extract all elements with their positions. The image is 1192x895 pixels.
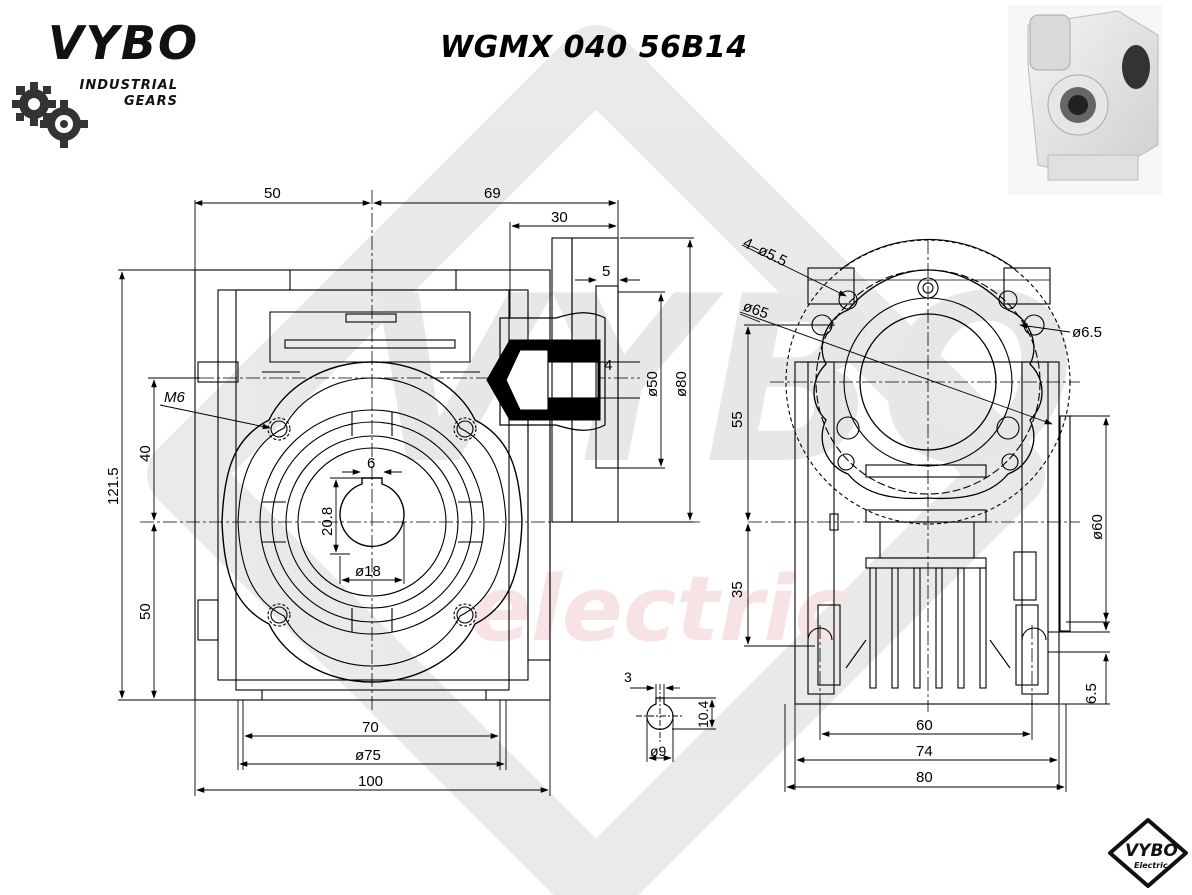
gear-icon bbox=[12, 82, 88, 148]
dim-thread: M6 bbox=[164, 389, 185, 406]
dim-keyway-depth: 20.8 bbox=[319, 507, 336, 536]
shaft-detail bbox=[630, 684, 716, 762]
brand-mark: VYBO bbox=[48, 16, 200, 70]
side-dimensions bbox=[739, 244, 1110, 792]
dim-keyway-width: 6 bbox=[367, 455, 375, 472]
cooling-fins bbox=[869, 567, 987, 689]
dim-height-55: 55 bbox=[729, 411, 746, 428]
dim-total-height: 121.5 bbox=[105, 467, 122, 505]
brand-line-2: GEARS bbox=[124, 94, 178, 109]
dim-span-60: 60 bbox=[916, 717, 933, 734]
watermark-sub: electric bbox=[470, 557, 848, 662]
front-labels: 50 69 30 5 4 ø50 ø80 M6 40 121.5 50 6 20… bbox=[105, 185, 690, 790]
front-view bbox=[140, 190, 700, 712]
dim-key-offset: 5 bbox=[602, 263, 610, 280]
dim-width-80: 80 bbox=[916, 769, 933, 786]
badge-logo: VYBO bbox=[1125, 841, 1178, 861]
input-coupling bbox=[486, 237, 619, 523]
dim-height-50: 50 bbox=[137, 603, 154, 620]
dim-height-35: 35 bbox=[729, 581, 746, 598]
dim-height-40: 40 bbox=[137, 445, 154, 462]
dim-span-74: 74 bbox=[916, 743, 933, 760]
side-view bbox=[748, 238, 1080, 712]
dim-bolt-span: 70 bbox=[362, 719, 379, 736]
watermark-logo: VYBO bbox=[360, 248, 1075, 515]
brand-line-1: INDUSTRIAL bbox=[79, 78, 178, 93]
dim-shaft-dia: ø9 bbox=[650, 743, 667, 759]
front-bolt-holes bbox=[267, 417, 477, 627]
dim-key-height: 4 bbox=[604, 357, 612, 374]
dim-right-width: 69 bbox=[484, 185, 501, 202]
dim-input-flange: 30 bbox=[551, 209, 568, 226]
dim-shaft-dia: ø50 bbox=[644, 371, 661, 397]
dim-hole-dia: ø6.5 bbox=[1072, 324, 1102, 341]
badge-sub: Electric bbox=[1134, 861, 1168, 870]
shaft-detail-labels: 3 10.4 ø9 bbox=[624, 669, 711, 759]
dim-pcd: ø75 bbox=[355, 747, 381, 764]
brand-badge: VYBO Electric bbox=[1108, 818, 1188, 888]
product-photo bbox=[1008, 5, 1162, 195]
front-dimensions bbox=[118, 200, 694, 796]
dim-bore-dia: ø18 bbox=[355, 563, 381, 580]
dim-shaft-key: 3 bbox=[624, 669, 632, 685]
watermark: VYBO electric bbox=[147, 25, 1075, 895]
dim-flange-60: ø60 bbox=[1089, 514, 1106, 540]
model-title: WGMX 040 56B14 bbox=[440, 30, 748, 65]
dim-left-width: 50 bbox=[264, 185, 281, 202]
dim-flange-dia: ø80 bbox=[673, 371, 690, 397]
dim-foot: 6.5 bbox=[1083, 683, 1100, 704]
dim-base-width: 100 bbox=[358, 773, 383, 790]
dim-shaft-height: 10.4 bbox=[695, 701, 711, 728]
